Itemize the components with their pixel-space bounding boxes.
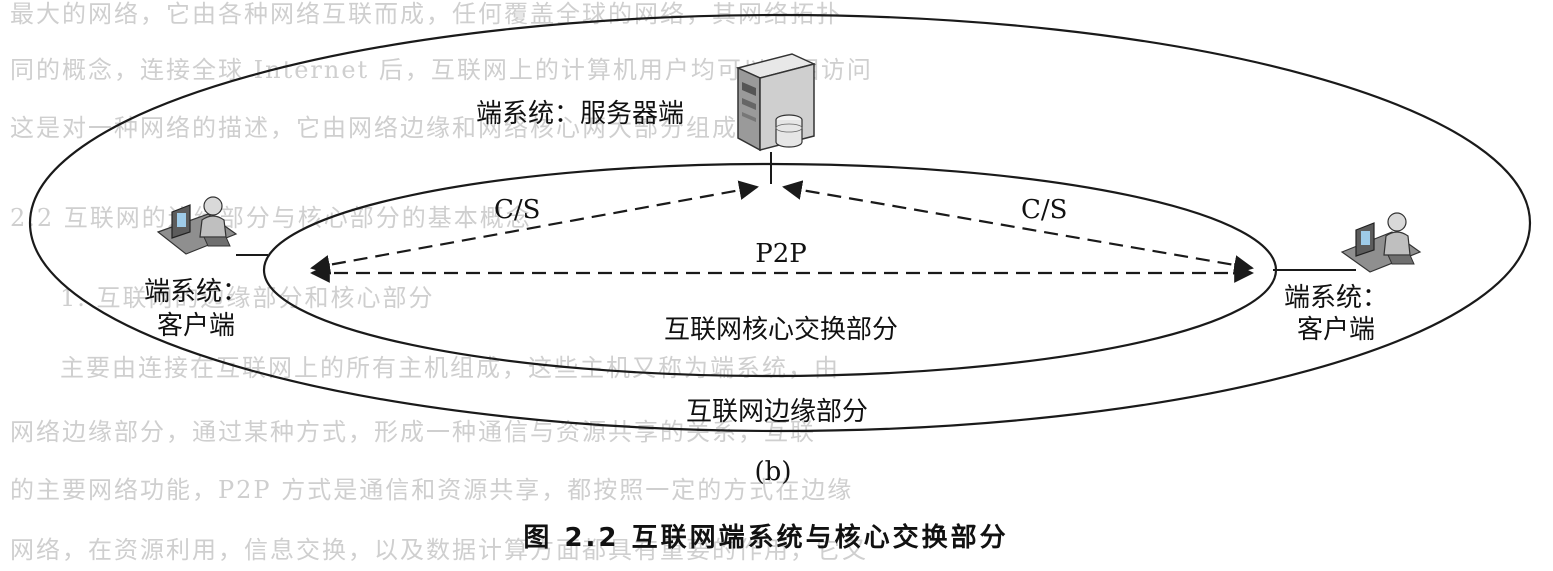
cs-right-label: C/S [1021,195,1068,225]
core-label: 互联网核心交换部分 [663,315,899,345]
background-text-1: 最大的网络，它由各种网络互联而成，任何覆盖全球的网络，其网络拓扑 [10,0,842,28]
background-text-7: 网络边缘部分，通过某种方式，形成一种通信与资源共享的关系，互联 [10,418,816,446]
figure-caption: 图 2.2 互联网端系统与核心交换部分 [523,523,1009,553]
user-at-desk-icon [156,196,238,255]
left-client-label-line2: 客户端 [156,311,236,341]
background-text-6: 主要由连接在互联网上的所有主机组成，这些主机又称为端系统，由 [60,354,840,382]
edge-label: 互联网边缘部分 [685,397,869,427]
cs-right-arrow [782,180,1254,275]
left-client-label-line1: 端系统： [143,277,249,307]
background-text-2: 同的概念，连接全球 Internet 后，互联网上的计算机用户均可以互相访问 [10,56,873,84]
right-client-label-line1: 端系统： [1283,283,1389,313]
background-text-3: 这是对一种网络的描述，它由网络边缘和网络核心两大部分组成。 [10,114,764,142]
right-client-label-line2: 客户端 [1296,315,1376,345]
background-text-8: 的主要网络功能，P2P 方式是通信和资源共享，都按照一定的方式在边缘 [10,476,854,504]
edge-ellipse [28,13,1532,433]
background-text-9: 网络，在资源利用，信息交换，以及数据计算方面都具有重要的作用，它又 [10,536,868,564]
cs-left-label: C/S [494,195,541,225]
server-tower-icon [735,53,817,152]
user-at-desk-icon [1340,212,1422,273]
background-text-5: 1. 互联网的边缘部分和核心部分 [60,284,435,312]
server-label: 端系统：服务器端 [476,99,685,129]
p2p-label: P2P [755,239,807,269]
cs-left-arrow [310,180,759,275]
subfigure-label: (b) [754,457,792,487]
